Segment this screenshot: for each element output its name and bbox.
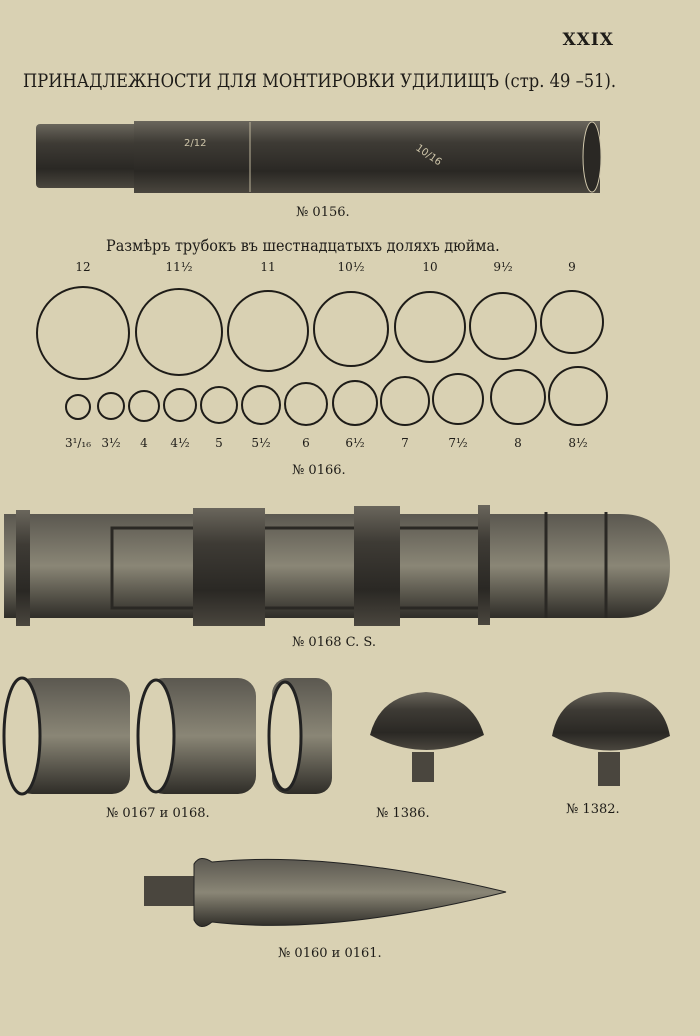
gauge-size-label: 5½ <box>251 436 271 450</box>
rod-case-illustration <box>4 505 670 626</box>
gauge-circle <box>313 291 389 367</box>
page-heading: ПРИНАДЛЕЖНОСТИ ДЛЯ МОНТИРОВКИ УДИЛИЩЪ (с… <box>23 70 617 92</box>
gauge-circle <box>540 290 604 354</box>
button-1382-caption: № 1382. <box>566 802 620 817</box>
gauge-size-label: 11½ <box>165 260 193 274</box>
gauge-size-label: 10 <box>422 260 438 274</box>
tube-gauge-circles <box>36 286 608 426</box>
gauge-circle <box>65 394 91 420</box>
gauge-size-label: 10½ <box>337 260 365 274</box>
spear-caption: № 0160 и 0161. <box>278 946 382 961</box>
gauge-size-label: 7 <box>401 436 409 450</box>
gauge-size-label: 9 <box>568 260 576 274</box>
gauge-size-label: 3½ <box>101 436 121 450</box>
gauge-size-label: 3¹/₁₆ <box>64 436 92 450</box>
spear-illustration <box>144 858 507 927</box>
gauge-circle <box>135 288 223 376</box>
rings-illustration <box>2 676 332 796</box>
gauge-circle <box>227 290 309 372</box>
gauge-size-label: 6 <box>302 436 310 450</box>
gauge-circle <box>97 392 125 420</box>
gauge-size-label: 4 <box>140 436 148 450</box>
page-number: XXIX <box>562 30 614 50</box>
gauge-size-label: 7½ <box>448 436 468 450</box>
button-1382-illustration <box>552 692 670 786</box>
gauge-circle <box>332 380 378 426</box>
tube-caption: № 0156. <box>296 205 350 220</box>
gauge-size-label: 8 <box>514 436 522 450</box>
gauge-size-label: 4½ <box>170 436 190 450</box>
gauge-size-label: 6½ <box>345 436 365 450</box>
gauge-circle <box>469 292 537 360</box>
rings-caption: № 0167 и 0168. <box>106 806 210 821</box>
button-1386-caption: № 1386. <box>376 806 430 821</box>
gauge-size-label: 5 <box>215 436 223 450</box>
gauge-circle <box>284 382 328 426</box>
gauge-caption: № 0166. <box>292 463 346 478</box>
gauge-circle <box>394 291 466 363</box>
gauge-size-label: 12 <box>75 260 91 274</box>
gauge-size-label: 11 <box>260 260 276 274</box>
gauge-size-label: 8½ <box>568 436 588 450</box>
tube-mark: 2/12 <box>184 138 207 149</box>
gauge-circle <box>200 386 238 424</box>
gauge-circle <box>490 369 546 425</box>
gauge-size-label: 9½ <box>493 260 513 274</box>
gauge-circle <box>548 366 608 426</box>
case-caption: № 0168 C. S. <box>292 635 376 650</box>
gauge-circle <box>432 373 484 425</box>
gauge-circle <box>36 286 130 380</box>
gauge-circle <box>380 376 430 426</box>
button-1386-illustration <box>370 692 484 782</box>
gauge-circle <box>163 388 197 422</box>
gauge-circle <box>128 390 160 422</box>
gauge-title: Размѣръ трубокъ въ шестнадцатыхъ доляхъ … <box>106 236 500 255</box>
tube-illustration <box>36 121 602 193</box>
gauge-circle <box>241 385 281 425</box>
